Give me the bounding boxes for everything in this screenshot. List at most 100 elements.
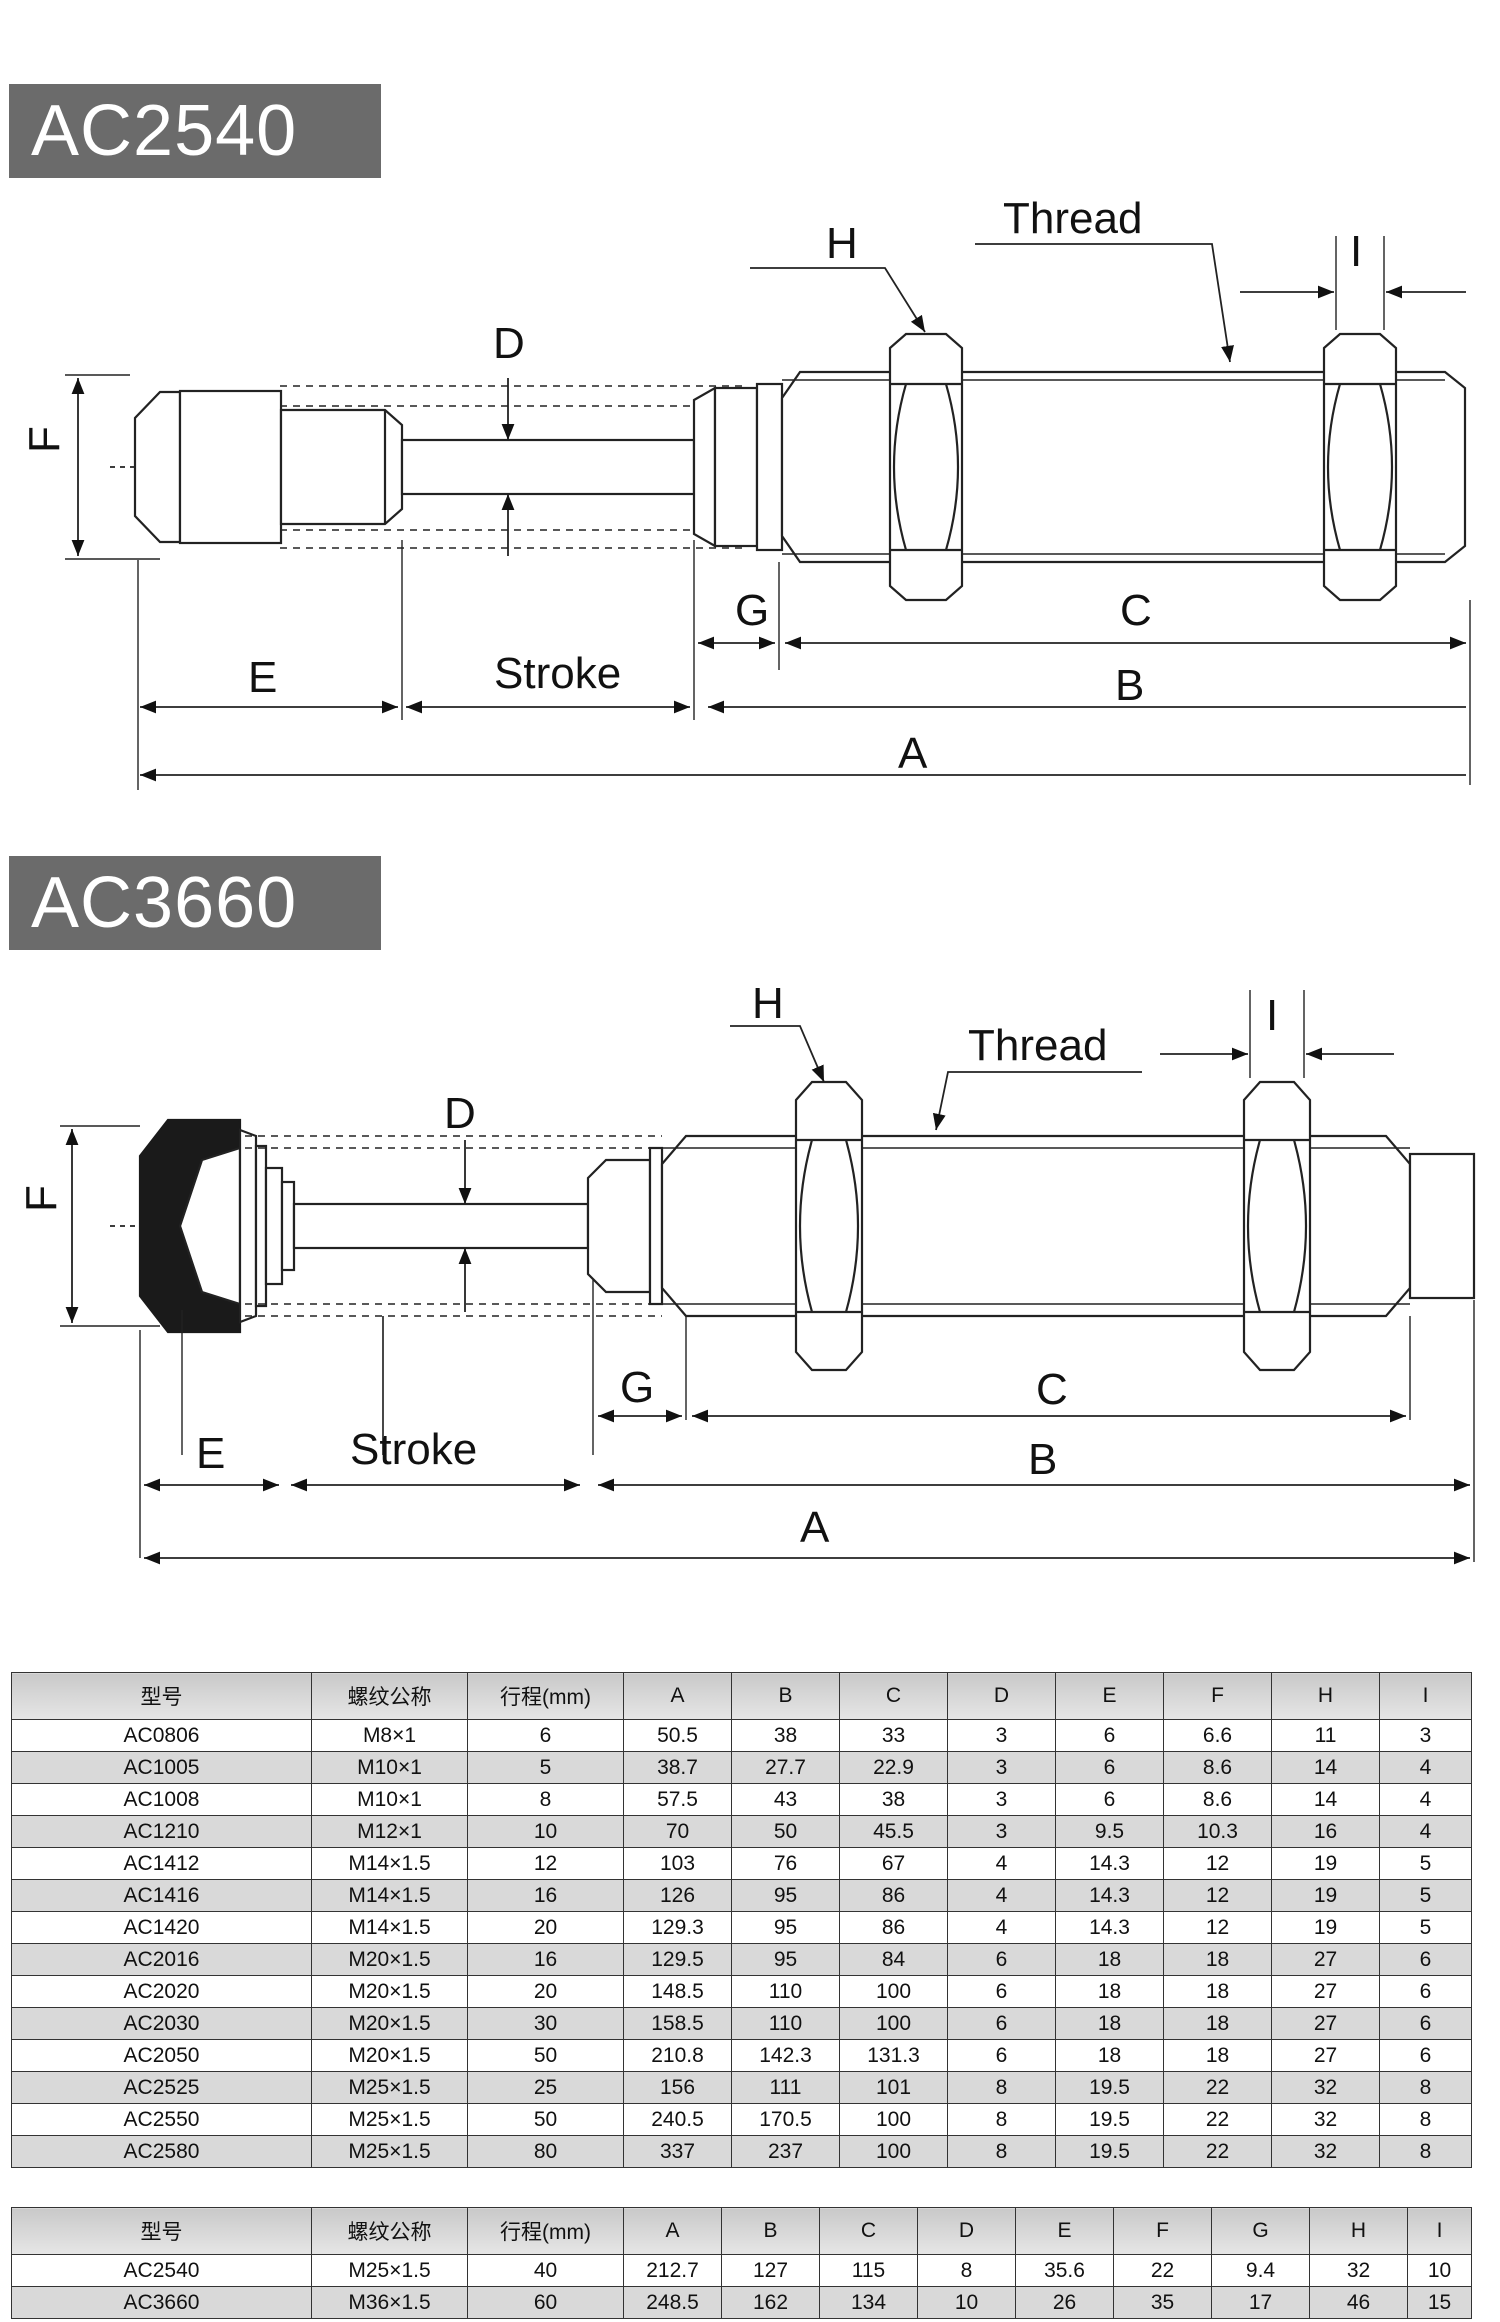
- model-cell: AC2540: [11, 2254, 312, 2287]
- column-header: 型号: [11, 1672, 312, 1720]
- table-cell: 10.3: [1163, 1815, 1272, 1848]
- table-cell: 101: [839, 2071, 948, 2104]
- table-cell: 16: [467, 1879, 624, 1912]
- column-header: C: [839, 1672, 948, 1720]
- table-cell: 8: [947, 2135, 1056, 2168]
- table-cell: 110: [731, 2007, 840, 2040]
- table-cell: 95: [731, 1943, 840, 1976]
- label-i: I: [1266, 991, 1278, 1040]
- table-cell: 6: [1379, 2039, 1472, 2072]
- table-cell: 26: [1015, 2286, 1114, 2319]
- table-cell: 14.3: [1055, 1847, 1164, 1880]
- column-header: I: [1379, 1672, 1472, 1720]
- table-cell: 10: [467, 1815, 624, 1848]
- table-cell: 60: [467, 2286, 624, 2319]
- table-cell: 240.5: [623, 2103, 732, 2136]
- table-cell: 10: [1407, 2254, 1472, 2287]
- table-cell: 11: [1271, 1719, 1380, 1752]
- table-cell: 19: [1271, 1879, 1380, 1912]
- table-cell: 32: [1271, 2071, 1380, 2104]
- table-cell: 22: [1163, 2103, 1272, 2136]
- column-header: B: [721, 2207, 820, 2255]
- table-cell: 35: [1113, 2286, 1212, 2319]
- column-header: I: [1407, 2207, 1472, 2255]
- model-cell: AC2030: [11, 2007, 312, 2040]
- table-cell: 14.3: [1055, 1879, 1164, 1912]
- table-cell: 67: [839, 1847, 948, 1880]
- table-cell: 170.5: [731, 2103, 840, 2136]
- table-cell: 8: [1379, 2135, 1472, 2168]
- label-h: H: [826, 219, 858, 268]
- table-cell: 162: [721, 2286, 820, 2319]
- column-header: H: [1271, 1672, 1380, 1720]
- table-cell: M36×1.5: [311, 2286, 468, 2319]
- table-cell: 8: [1379, 2103, 1472, 2136]
- table-cell: 40: [467, 2254, 624, 2287]
- label-g: G: [735, 586, 769, 635]
- table-cell: 50: [467, 2103, 624, 2136]
- table-cell: 43: [731, 1783, 840, 1816]
- column-header: 行程(mm): [467, 1672, 624, 1720]
- label-f: F: [20, 426, 69, 453]
- table-cell: 5: [1379, 1911, 1472, 1944]
- table-cell: 32: [1271, 2103, 1380, 2136]
- column-header: F: [1113, 2207, 1212, 2255]
- column-header: G: [1211, 2207, 1310, 2255]
- table-cell: 158.5: [623, 2007, 732, 2040]
- table-cell: 8: [917, 2254, 1016, 2287]
- table-cell: 100: [839, 2135, 948, 2168]
- model-cell: AC2050: [11, 2039, 312, 2072]
- table-cell: 3: [1379, 1719, 1472, 1752]
- table-cell: 8: [947, 2103, 1056, 2136]
- label-d: D: [444, 1089, 476, 1138]
- table-cell: 4: [947, 1847, 1056, 1880]
- table-cell: 25: [467, 2071, 624, 2104]
- table-cell: 50: [731, 1815, 840, 1848]
- table-cell: 10: [917, 2286, 1016, 2319]
- table-cell: 45.5: [839, 1815, 948, 1848]
- model-cell: AC3660: [11, 2286, 312, 2319]
- column-header: E: [1015, 2207, 1114, 2255]
- table-cell: 27: [1271, 1975, 1380, 2008]
- table-cell: M8×1: [311, 1719, 468, 1752]
- table-cell: 32: [1271, 2135, 1380, 2168]
- table-cell: 3: [947, 1719, 1056, 1752]
- table-cell: 337: [623, 2135, 732, 2168]
- table-cell: M10×1: [311, 1751, 468, 1784]
- column-header: D: [917, 2207, 1016, 2255]
- table-cell: 38: [731, 1719, 840, 1752]
- table-cell: 9.4: [1211, 2254, 1310, 2287]
- table-cell: 134: [819, 2286, 918, 2319]
- model-badge: AC2540: [9, 84, 381, 178]
- table-cell: 6: [1379, 2007, 1472, 2040]
- table-cell: 27: [1271, 2007, 1380, 2040]
- table-cell: 95: [731, 1911, 840, 1944]
- table-cell: 57.5: [623, 1783, 732, 1816]
- label-c: C: [1120, 586, 1152, 635]
- table-cell: 100: [839, 2007, 948, 2040]
- table-cell: 27: [1271, 1943, 1380, 1976]
- table-cell: 6: [1379, 1975, 1472, 2008]
- table-cell: 70: [623, 1815, 732, 1848]
- table-cell: 18: [1163, 1975, 1272, 2008]
- table-cell: 14: [1271, 1751, 1380, 1784]
- ac2540-dimension-drawing: D F H Thread I G C E Stroke B A: [20, 194, 1471, 790]
- table-cell: 46: [1309, 2286, 1408, 2319]
- table-cell: 8: [1379, 2071, 1472, 2104]
- model-cell: AC1008: [11, 1783, 312, 1816]
- label-e: E: [196, 1429, 225, 1478]
- table-cell: 14.3: [1055, 1911, 1164, 1944]
- table-cell: 212.7: [623, 2254, 722, 2287]
- table-cell: 4: [1379, 1815, 1472, 1848]
- table-cell: 237: [731, 2135, 840, 2168]
- table-cell: M14×1.5: [311, 1879, 468, 1912]
